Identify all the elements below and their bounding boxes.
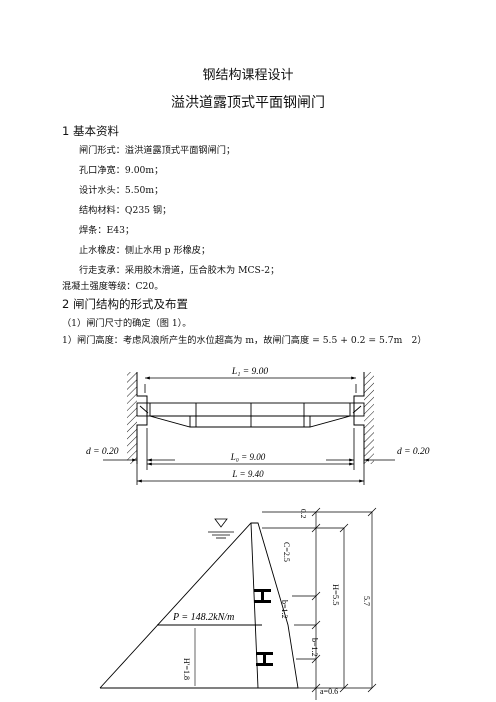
paragraph-gate-size: （1）闸门尺寸的确定（图 1）。 (62, 318, 192, 329)
item-support: 行走支承：采用胶木滑道，压合胶木为 MCS-2； (79, 265, 280, 276)
label-l0: L₀ = 9.00 (230, 452, 266, 462)
document-title: 钢结构课程设计 (202, 68, 294, 83)
item-seal-rubber: 止水橡皮：侧止水用 p 形橡皮； (79, 245, 211, 256)
main-beam-upper (254, 589, 271, 603)
vertical-dimensions (262, 507, 377, 700)
gate-plan (136, 402, 365, 428)
section-1-heading: 1 基本资料 (62, 124, 119, 138)
item-design-head: 设计水头：5.50m； (79, 185, 164, 196)
left-pier (127, 372, 148, 464)
item-opening-width: 孔口净宽：9.00m； (79, 165, 164, 176)
dimension-l1 (144, 376, 357, 393)
item-gate-type: 闸门形式：溢洪道露顶式平面钢闸门； (79, 145, 236, 156)
dimension-l0-l (103, 428, 395, 485)
label-b-upper: b=1.2 (280, 600, 289, 619)
right-pier (353, 372, 374, 464)
label-h-prime: H′=1.8 (182, 658, 191, 680)
label-d-left: d = 0.20 (86, 447, 119, 457)
section-2-heading: 2 闸门结构的形式及布置 (62, 297, 188, 311)
label-h: H=5.5 (331, 584, 341, 606)
label-c: C=2.5 (282, 542, 291, 562)
main-beam-lower (256, 652, 273, 666)
paragraph-gate-height: 1）闸门高度：考虑风浪所产生的水位超高为 m，故闸门高度 = 5.5 + 0.2… (62, 335, 427, 346)
pressure-diagram (99, 522, 262, 689)
item-electrode: 焊条：E43； (79, 225, 135, 236)
label-total-height: 5.7 (362, 596, 371, 606)
label-d-right: d = 0.20 (397, 447, 430, 457)
label-l1: L₁ = 9.00 (231, 367, 269, 377)
label-freeboard: 0.2 (299, 509, 308, 519)
water-level-symbol (208, 518, 234, 539)
document-subtitle: 溢洪道露顶式平面钢闸门 (171, 95, 325, 111)
gate-section (250, 522, 299, 689)
item-concrete: 混凝土强度等级：C20。 (62, 281, 164, 292)
label-b-lower: b=1.2 (310, 638, 319, 657)
label-total-pressure: P = 148.2kN/m (172, 612, 234, 623)
label-l: L = 9.40 (231, 469, 264, 479)
label-a: a=0.6 (320, 687, 338, 696)
item-material: 结构材料：Q235 钢； (79, 205, 172, 216)
